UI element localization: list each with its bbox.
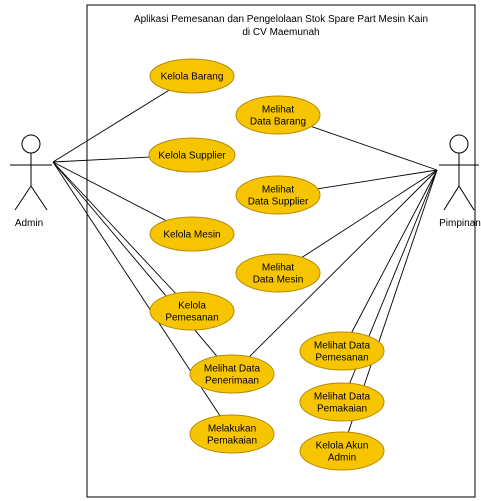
usecase-kelola-barang[interactable]: Kelola Barang: [149, 58, 235, 94]
actor-pimpinan-label: Pimpinan: [439, 218, 481, 229]
usecase-label: Melihat: [262, 263, 294, 274]
association-admin-kelola-supplier: [52, 156, 150, 163]
usecase-ellipse: [235, 95, 321, 135]
association-pimpinan-melihat-data-penerimaan: [249, 169, 438, 358]
usecase-ellipse: [235, 175, 321, 215]
usecase-label: Kelola Barang: [161, 72, 224, 83]
usecase-label: Melihat: [262, 185, 294, 196]
association-admin-kelola-pemesanan: [52, 161, 177, 294]
admin-left-leg: [14, 185, 32, 211]
usecase-label: Pemakaian: [317, 404, 367, 415]
usecase-label: Kelola: [178, 301, 206, 312]
association-pimpinan-melihat-data-supplier: [317, 169, 438, 190]
usecase-label: Melihat Data: [314, 392, 371, 403]
usecase-ellipse: [235, 253, 321, 293]
association-admin-kelola-barang: [52, 89, 170, 163]
association-pimpinan-melihat-data-pemesanan: [351, 169, 438, 333]
usecase-ellipse: [299, 382, 385, 422]
usecase-label: Admin: [328, 453, 356, 464]
association-pimpinan-melihat-data-mesin: [301, 169, 438, 258]
system-title-line1: Aplikasi Pemesanan dan Pengelolaan Stok …: [134, 14, 428, 25]
usecase-label: Penerimaan: [205, 376, 259, 387]
admin-head: [21, 134, 41, 154]
usecase-kelola-mesin[interactable]: Kelola Mesin: [149, 216, 235, 252]
association-admin-kelola-mesin: [52, 161, 167, 221]
usecase-label: Kelola Supplier: [158, 151, 226, 162]
system-title-line2: di CV Maemunah: [242, 27, 319, 38]
usecase-label: Data Supplier: [248, 197, 309, 208]
usecase-ellipse: [299, 431, 385, 471]
usecase-ellipse: [149, 216, 235, 252]
usecase-label: Melakukan: [208, 424, 256, 435]
actor-admin[interactable]: Admin: [10, 134, 52, 229]
usecase-ellipse: [299, 331, 385, 371]
pimpinan-left-leg: [443, 185, 460, 211]
usecase-ellipse: [189, 414, 275, 454]
actor-pimpinan[interactable]: Pimpinan: [439, 134, 481, 229]
usecase-label: Data Barang: [250, 117, 306, 128]
pimpinan-right-leg: [458, 185, 475, 211]
usecase-label: Kelola Mesin: [163, 230, 220, 241]
usecase-label: Melihat Data: [314, 341, 371, 352]
usecase-label: Pemakaian: [207, 436, 257, 447]
usecase-ellipse: [189, 354, 275, 394]
pimpinan-head: [449, 134, 469, 154]
admin-right-leg: [30, 185, 48, 211]
usecase-label: Pemesanan: [165, 313, 218, 324]
actor-admin-label: Admin: [15, 218, 43, 229]
usecase-ellipse: [148, 137, 236, 173]
usecase-label: Melihat Data: [204, 364, 261, 375]
usecase-label: Melihat: [262, 105, 294, 116]
association-pimpinan-melihat-data-barang: [311, 126, 438, 171]
usecase-label: Data Mesin: [253, 275, 304, 286]
usecase-kelola-supplier[interactable]: Kelola Supplier: [148, 137, 236, 173]
usecase-ellipse: [149, 291, 235, 331]
system-boundary: [86, 4, 476, 498]
usecase-label: Pemesanan: [315, 353, 368, 364]
usecase-ellipse: [149, 58, 235, 94]
usecase-label: Kelola Akun: [316, 441, 369, 452]
